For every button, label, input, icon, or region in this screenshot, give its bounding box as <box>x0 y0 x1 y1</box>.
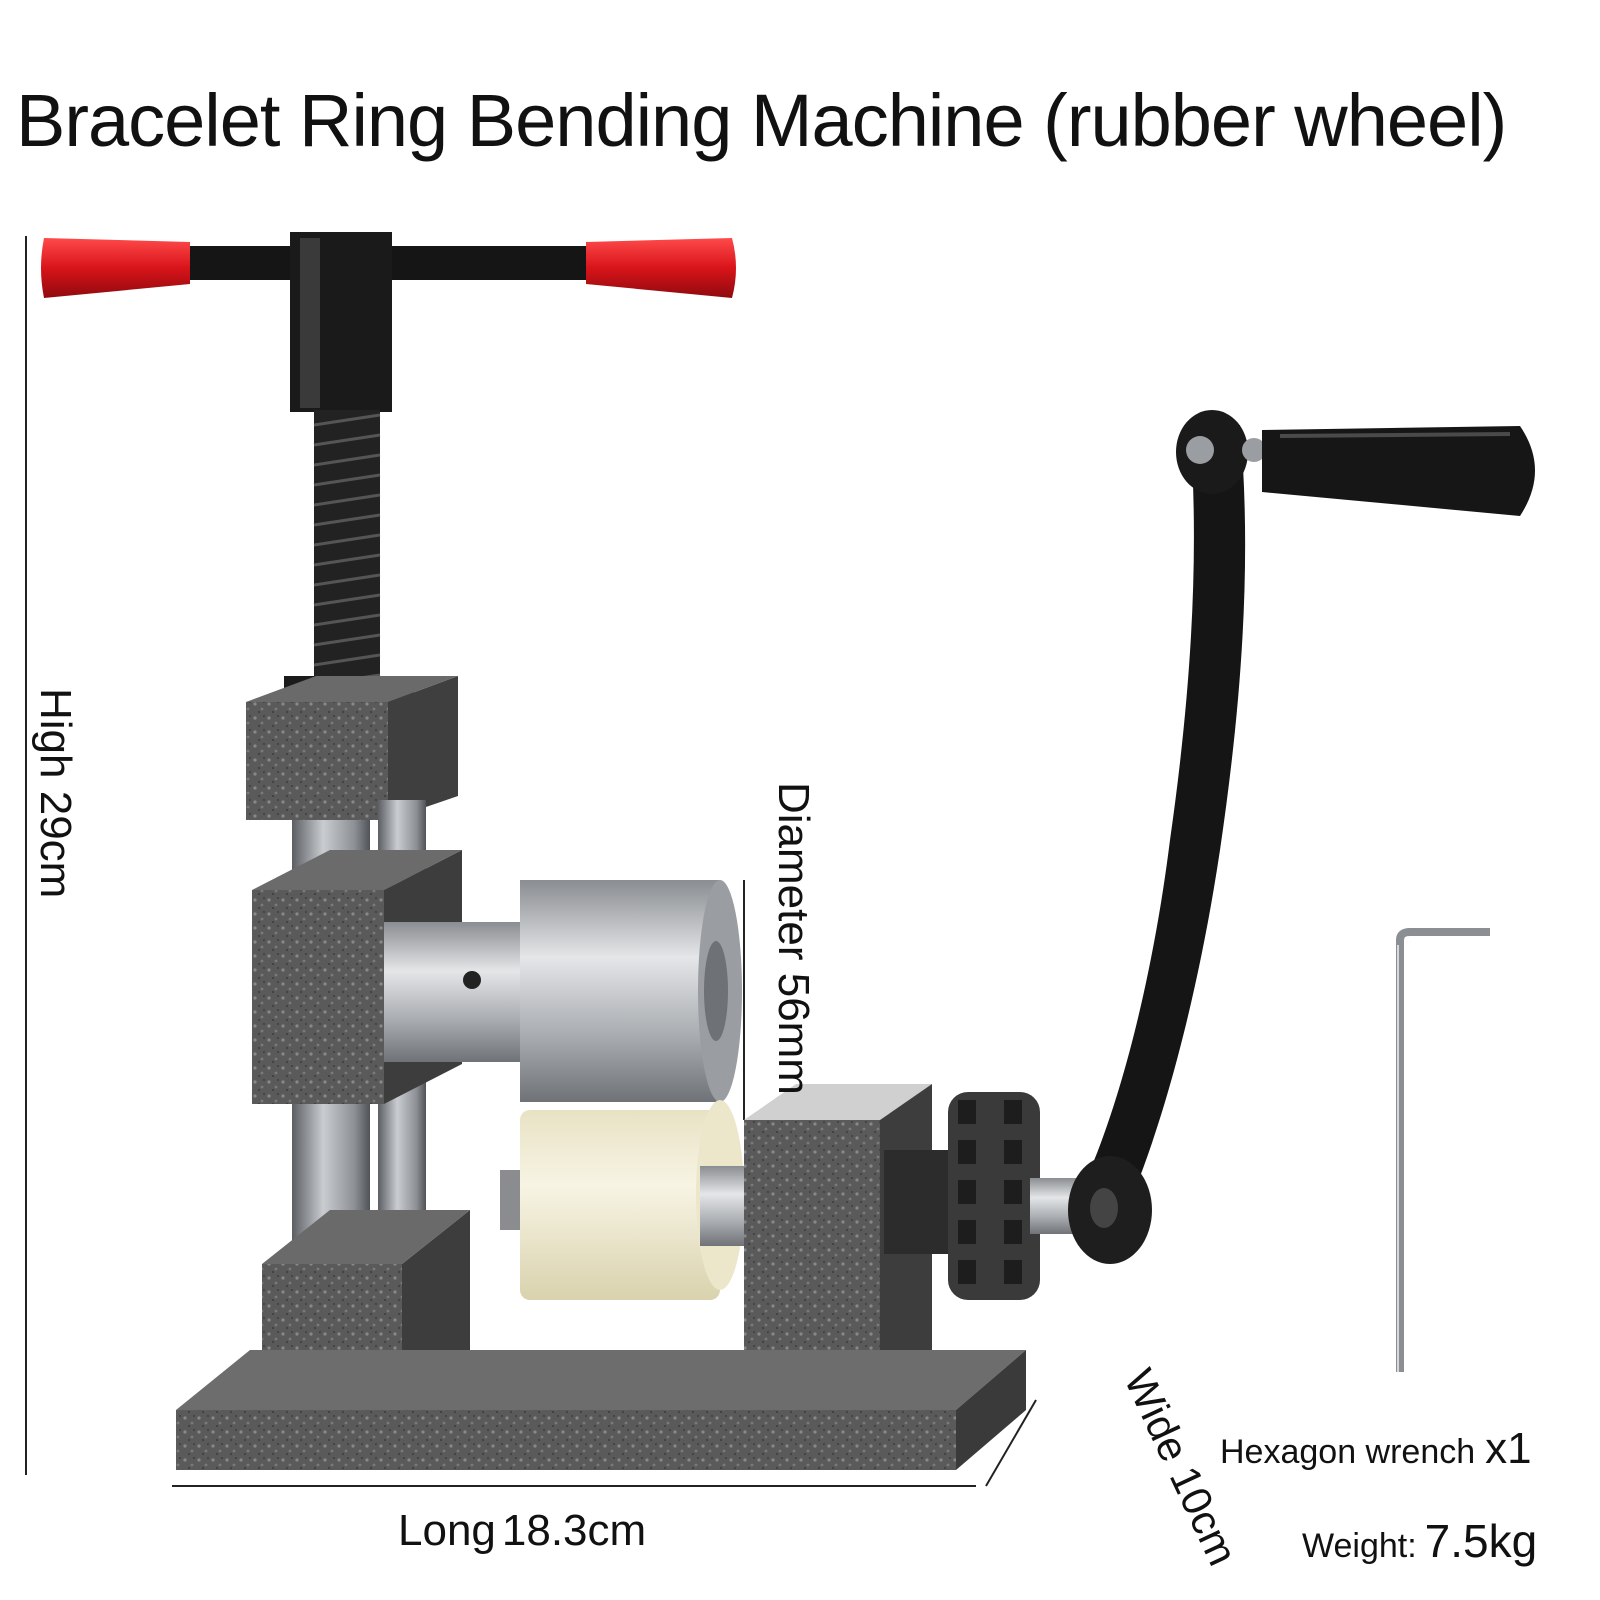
top-block <box>246 676 458 820</box>
weight-caption: Weight: <box>1302 1527 1417 1565</box>
accessory-quantity: x1 <box>1485 1424 1532 1473</box>
steel-roller <box>384 880 742 1102</box>
width-dimension-line <box>985 1399 1037 1487</box>
lead-screw <box>284 410 414 710</box>
weight-value: 7.5kg <box>1424 1515 1538 1567</box>
weight-label: Weight:7.5kg <box>1302 1514 1537 1568</box>
height-label: High 29cm <box>31 688 80 899</box>
hexagon-wrench-icon <box>1396 928 1490 1372</box>
rubber-wheel <box>500 1100 760 1300</box>
sprocket-chain <box>884 1092 1080 1300</box>
length-value: 18.3cm <box>501 1506 647 1555</box>
accessory-name: Hexagon wrench <box>1220 1433 1476 1471</box>
page-title: Bracelet Ring Bending Machine (rubber wh… <box>16 79 1507 162</box>
length-word: Long <box>398 1506 496 1555</box>
diameter-label: Diameter 56mm <box>769 782 818 1095</box>
t-handle <box>41 232 736 412</box>
base-plate <box>176 1350 1026 1470</box>
crank-handle <box>1068 410 1535 1264</box>
